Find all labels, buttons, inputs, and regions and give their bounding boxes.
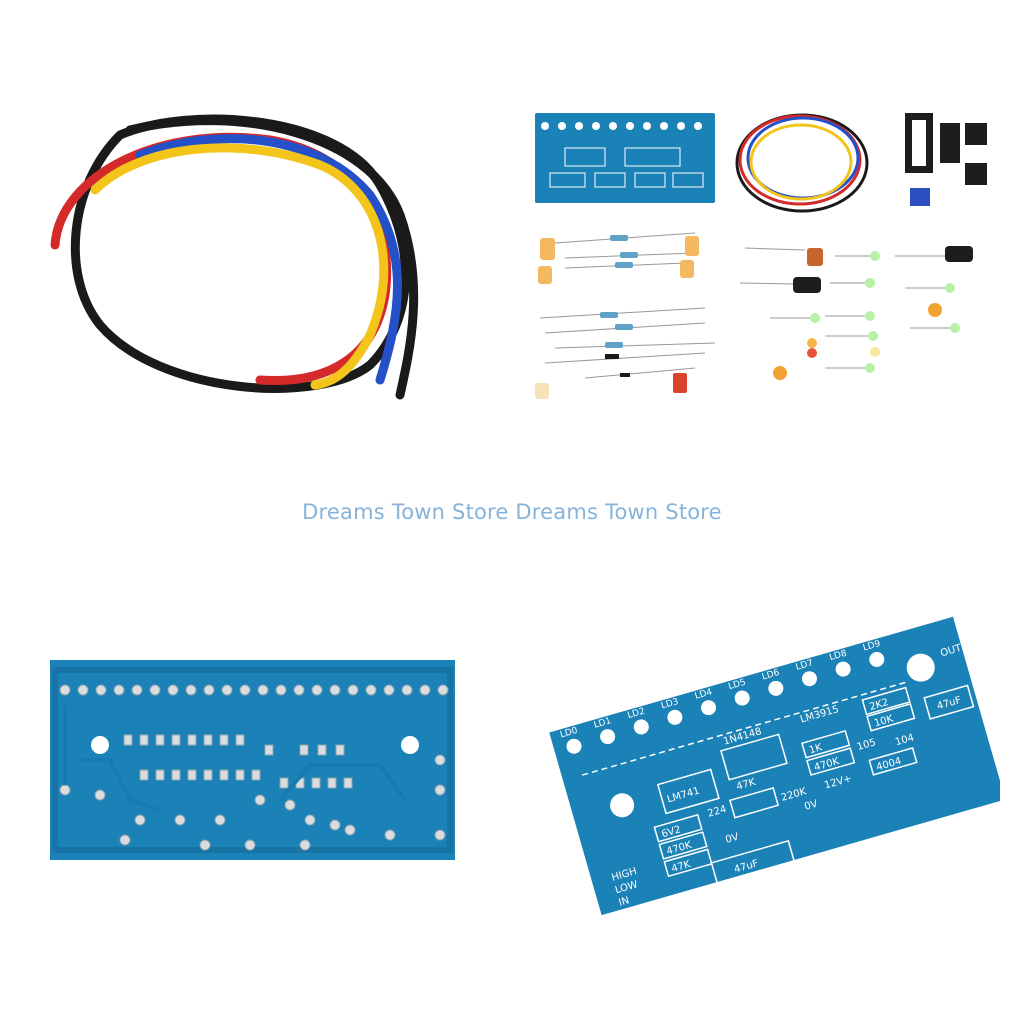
label-ld7: LD7 [795, 658, 815, 672]
kit-electrolytics [793, 246, 973, 293]
label-224: 224 [706, 804, 727, 820]
kit-trimmer [910, 188, 930, 206]
label-ld5: LD5 [727, 678, 747, 692]
label-ld6: LD6 [761, 668, 781, 683]
pcb-back-image [50, 660, 455, 860]
label-1k: 1K [808, 742, 824, 756]
wires-bundle-image [50, 114, 419, 400]
label-0v-b: 0V [803, 799, 819, 813]
kit-wires [735, 113, 869, 213]
label-104: 104 [894, 732, 915, 748]
wire-yellow [90, 143, 389, 390]
label-ld9: LD9 [862, 639, 882, 654]
label-47k-a: 47K [670, 859, 692, 875]
kit-leds [807, 251, 960, 373]
label-ld1: LD1 [593, 716, 613, 730]
label-ld2: LD2 [626, 707, 646, 721]
store-watermark: Dreams Town Store Dreams Town Store [302, 500, 722, 524]
wire-blue [135, 134, 402, 385]
label-2k2: 2K2 [868, 697, 890, 713]
label-6v2: 6V2 [660, 824, 682, 840]
label-ld3: LD3 [660, 697, 680, 711]
label-47k-b: 47K [735, 777, 757, 793]
kit-contents-image [535, 113, 987, 399]
kit-ceramic-caps [535, 236, 699, 399]
label-in: IN [618, 895, 631, 908]
label-105: 105 [856, 737, 877, 753]
label-10k: 10K [873, 713, 895, 729]
label-ld4: LD4 [694, 687, 714, 702]
label-ld0: LD0 [559, 726, 579, 741]
kit-sockets [905, 113, 987, 185]
kit-pcb [535, 113, 715, 203]
label-ld8: LD8 [828, 649, 848, 664]
label-0v-a: 0V [724, 832, 740, 846]
pcb-front-image: LD0 LD1 LD2 LD3 LD4 LD5 LD6 LD7 LD8 LD9 … [549, 616, 1000, 916]
